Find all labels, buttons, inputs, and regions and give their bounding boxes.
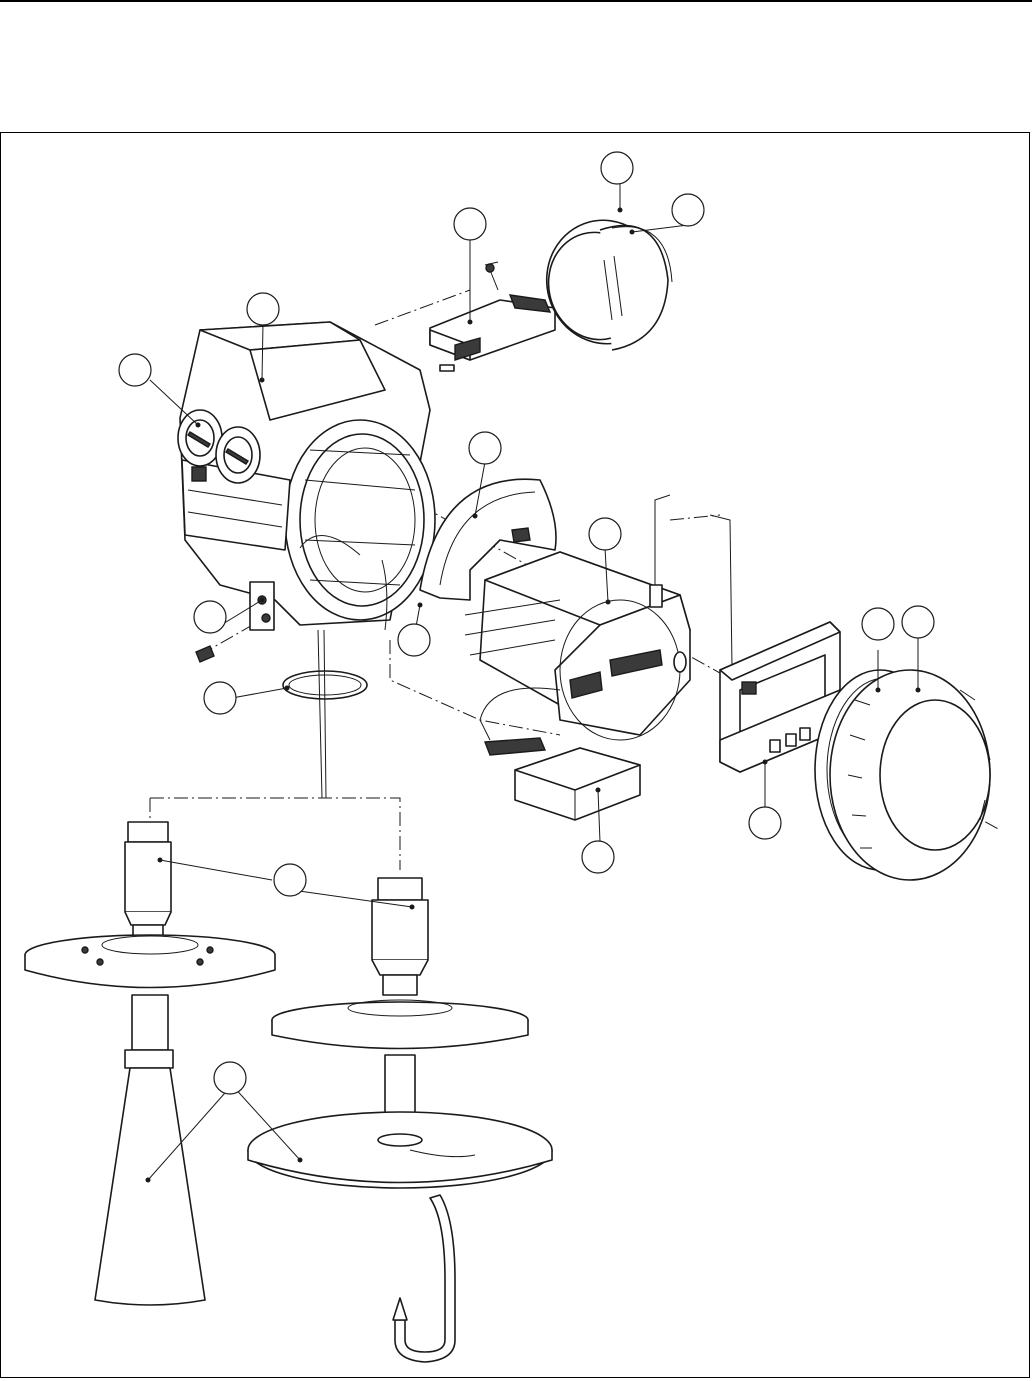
callout-13 xyxy=(749,807,781,839)
callout-5 xyxy=(119,354,151,386)
rod-antenna xyxy=(248,878,552,1362)
callout-6 xyxy=(469,432,501,464)
callout-16 xyxy=(214,1062,246,1094)
callout-2 xyxy=(672,194,704,226)
set-screw xyxy=(196,646,214,662)
terminal-module xyxy=(430,262,555,371)
callout-11 xyxy=(862,608,894,640)
coax-rod xyxy=(318,630,322,798)
callout-3 xyxy=(454,208,486,240)
callout-14 xyxy=(582,841,614,873)
callout-8 xyxy=(194,601,226,633)
callout-1 xyxy=(601,152,633,184)
callout-15 xyxy=(274,864,306,896)
sensor-box xyxy=(515,748,640,820)
callout-7 xyxy=(589,518,621,550)
callout-4 xyxy=(247,293,279,325)
callout-12 xyxy=(902,606,934,638)
callout-9 xyxy=(398,624,430,656)
front-cover xyxy=(815,670,990,880)
housing xyxy=(178,322,435,630)
callout-10 xyxy=(204,682,236,714)
